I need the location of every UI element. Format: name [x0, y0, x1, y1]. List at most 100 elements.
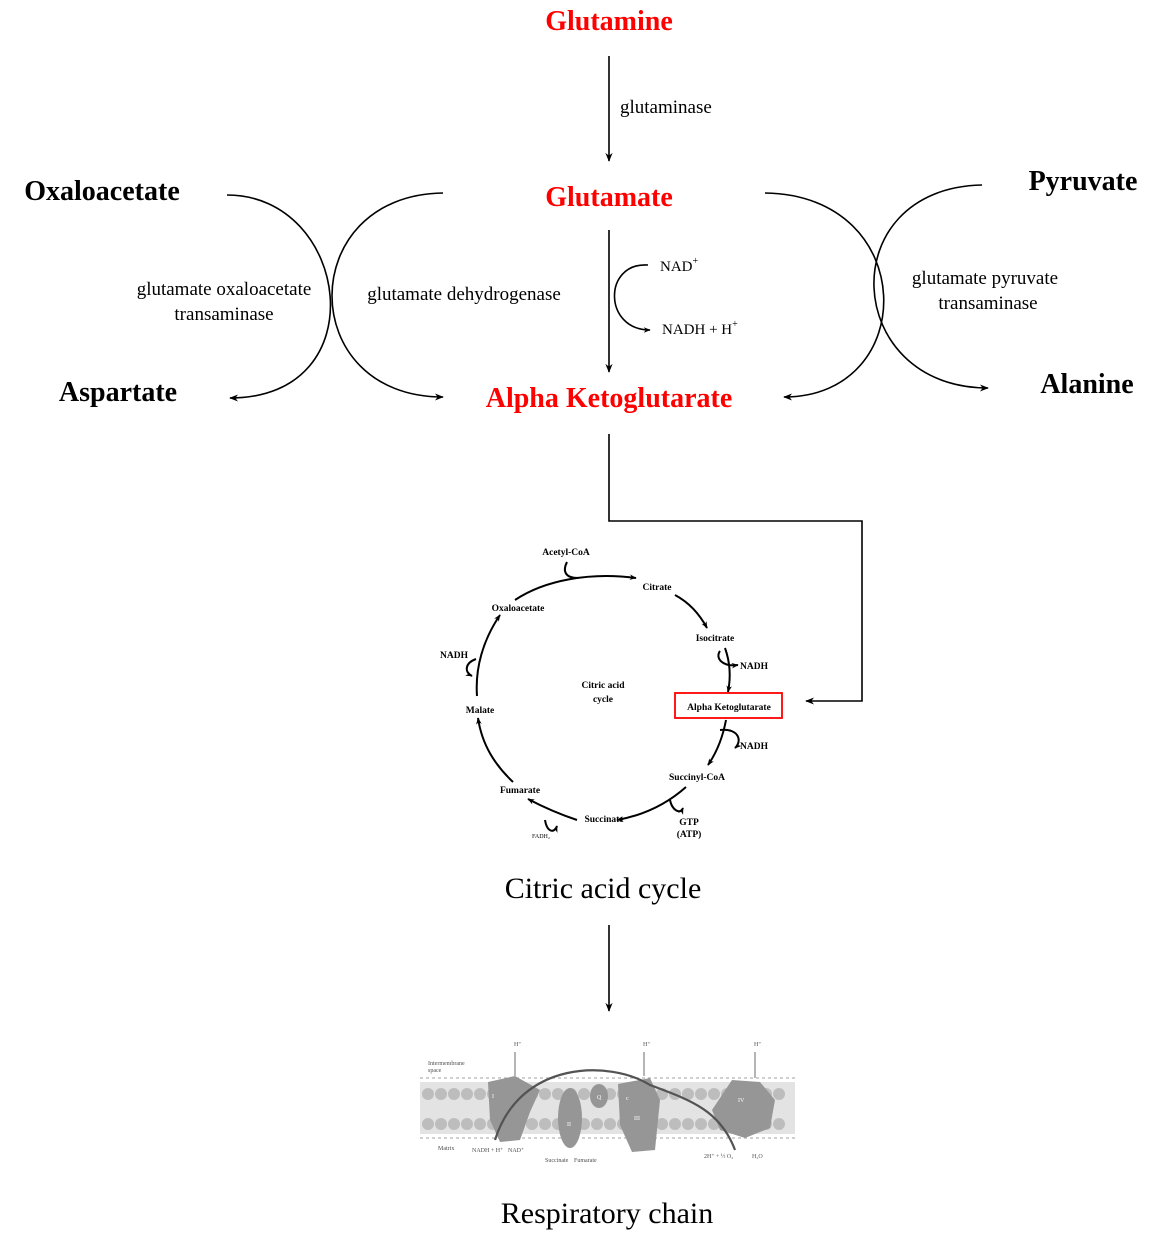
glutamate-label: Glutamate: [545, 182, 673, 213]
cycle-succinyl-coa: Succinyl-CoA: [669, 773, 725, 783]
cycle-atp: (ATP): [677, 829, 702, 840]
akg-to-cycle-connector: [608, 434, 863, 705]
cycle-arc-malate-oaa: [475, 614, 501, 697]
lipid-head: [435, 1118, 447, 1130]
nadh-arc-isocitrate: [717, 650, 739, 669]
cycle-arc-succinyl-succinate: [616, 786, 687, 822]
complex-ii-label: II: [567, 1122, 571, 1128]
lipid-head: [474, 1118, 486, 1130]
nad-label: NAD+: [660, 256, 699, 275]
lipid-head: [708, 1088, 720, 1100]
acetyl-coa-entry: [563, 561, 579, 579]
h-plus-3: H⁺: [754, 1042, 762, 1048]
cycle-center-line1: Citric acid: [581, 681, 625, 691]
h-plus-1: H⁺: [514, 1042, 522, 1048]
cycle-nadh-1: NADH: [740, 662, 769, 672]
c-label: c: [626, 1096, 629, 1102]
cycle-gtp: GTP: [679, 818, 699, 828]
lipid-head: [422, 1088, 434, 1100]
cycle-arc-succinate-fumarate: [527, 798, 578, 821]
lipid-head: [682, 1088, 694, 1100]
lipid-head: [526, 1118, 538, 1130]
got-label-line2: transaminase: [174, 304, 273, 325]
glutamine-label: Glutamine: [545, 6, 673, 37]
alanine-label: Alanine: [1040, 369, 1133, 400]
nadh-h-label: NADH + H⁺: [472, 1148, 503, 1154]
complex-iv-shape: [712, 1080, 775, 1138]
cycle-arc-fumarate-malate: [476, 717, 514, 783]
cycle-fumarate: Fumarate: [500, 786, 540, 796]
aspartate-label: Aspartate: [59, 377, 177, 408]
cycle-arc-akg-succinyl: [707, 719, 727, 766]
lipid-head: [591, 1118, 603, 1130]
lipid-head: [448, 1088, 460, 1100]
cycle-arc-oaa-citrate: [514, 574, 637, 601]
citric-acid-cycle-caption: Citric acid cycle: [505, 872, 702, 905]
got-arc-oxaloacetate-to-aspartate: [226, 194, 332, 402]
cycle-nadh-2: NADH: [740, 742, 769, 752]
lipid-head: [539, 1118, 551, 1130]
pyruvate-label: Pyruvate: [1029, 166, 1138, 197]
succinate-label: Succinate: [545, 1158, 569, 1164]
glutaminase-label: glutaminase: [620, 97, 712, 118]
lipid-head: [578, 1088, 590, 1100]
complex-iv-label: IV: [738, 1098, 745, 1104]
q-shape: [590, 1084, 608, 1108]
cycle-malate: Malate: [466, 706, 495, 716]
lipid-head: [552, 1088, 564, 1100]
citric-acid-cycle: Acetyl-CoA Citrate Isocitrate NADH Alpha…: [440, 548, 783, 840]
complex-iii-shape: [618, 1078, 660, 1152]
cycle-acetyl-coa: Acetyl-CoA: [542, 548, 590, 558]
water-label: H₂O: [752, 1154, 763, 1160]
gtp-arc: [669, 799, 684, 815]
nadh-arc-malate: [465, 658, 477, 677]
gdh-label: glutamate dehydrogenase: [367, 284, 561, 305]
lipid-head: [695, 1118, 707, 1130]
cycle-arc-citrate-isocitrate: [674, 594, 708, 629]
lipid-head: [461, 1088, 473, 1100]
got-arc-glutamate-to-akg: [331, 192, 444, 401]
gpt-arc-pyruvate-to-alanine: [873, 184, 989, 392]
cycle-succinate: Succinate: [584, 815, 623, 825]
h-plus-2: H⁺: [643, 1042, 651, 1048]
intermembrane-label-line2: space: [428, 1068, 442, 1074]
nadh-label: NADH + H+: [662, 319, 738, 338]
lipid-head: [656, 1118, 668, 1130]
lipid-head: [773, 1118, 785, 1130]
fadh2-arc: [544, 819, 558, 833]
q-label: Q: [597, 1095, 602, 1101]
nadh-arc-akg: [719, 728, 742, 749]
electron-flow-arc: [493, 1069, 737, 1151]
complex-ii-shape: [558, 1088, 582, 1148]
complex-iii-label: III: [634, 1116, 640, 1122]
respiratory-chain-illustration: Intermembrane space Matrix H⁺ H⁺ H⁺ I II…: [420, 1042, 795, 1164]
lipid-head: [773, 1088, 785, 1100]
nad-cofactor-arc: [613, 264, 651, 333]
oxygen-label: 2H⁺ + ½ O₂: [704, 1153, 733, 1160]
gpt-label-line1: glutamate pyruvate: [912, 268, 1058, 289]
got-label-line1: glutamate oxaloacetate: [137, 279, 312, 300]
nad-plus-label: NAD⁺: [508, 1148, 524, 1154]
oxaloacetate-label: Oxaloacetate: [24, 176, 180, 207]
cycle-citrate: Citrate: [642, 583, 671, 593]
cycle-nadh-3: NADH: [440, 651, 469, 661]
lipid-head: [474, 1088, 486, 1100]
matrix-label: Matrix: [438, 1146, 454, 1152]
cycle-akg: Alpha Ketoglutarate: [687, 703, 771, 713]
cycle-arc-isocitrate-akg: [724, 647, 732, 693]
complex-i-label: I: [492, 1094, 494, 1100]
lipid-head: [539, 1088, 551, 1100]
lipid-head: [669, 1118, 681, 1130]
lipid-head: [448, 1118, 460, 1130]
lipid-head: [604, 1118, 616, 1130]
cycle-center-line2: cycle: [593, 695, 613, 705]
cycle-akg-highlight-box: [674, 692, 783, 719]
gpt-label-line2: transaminase: [938, 293, 1037, 314]
lipid-head: [435, 1088, 447, 1100]
gpt-arc-glutamate-to-akg: [764, 192, 885, 401]
intermembrane-label-line1: Intermembrane: [428, 1061, 465, 1067]
cycle-fadh2: FADH₂: [532, 834, 550, 840]
fumarate-label: Fumarate: [574, 1158, 597, 1164]
cycle-oxaloacetate: Oxaloacetate: [492, 604, 545, 614]
